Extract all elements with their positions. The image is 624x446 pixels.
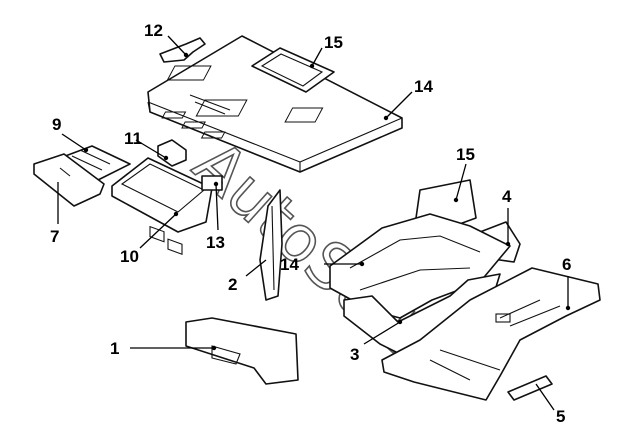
callout-14-lower: 14 xyxy=(280,255,299,274)
callout-3: 3 xyxy=(350,345,359,364)
roof-bracket xyxy=(159,37,206,63)
callout-2: 2 xyxy=(228,275,237,294)
callout-12: 12 xyxy=(144,21,163,40)
callout-4: 4 xyxy=(502,187,512,206)
pillar-trim xyxy=(259,189,283,301)
leader-lines xyxy=(57,35,571,411)
callout-15-top: 15 xyxy=(324,33,343,52)
floor-insulator xyxy=(185,317,299,385)
callout-10: 10 xyxy=(120,247,139,266)
callout-9: 9 xyxy=(52,115,61,134)
sunroof-frame xyxy=(251,47,335,93)
rear-rail xyxy=(507,375,553,401)
callout-11: 11 xyxy=(124,129,142,148)
callout-15-right: 15 xyxy=(456,145,475,164)
callout-13: 13 xyxy=(206,233,225,252)
callout-5: 5 xyxy=(556,407,565,426)
sun-visor xyxy=(33,153,105,207)
fastener xyxy=(201,175,223,191)
callout-1: 1 xyxy=(110,339,119,358)
clip xyxy=(157,139,187,167)
callout-7: 7 xyxy=(50,227,59,246)
roof-panel xyxy=(147,35,403,173)
callout-6: 6 xyxy=(562,255,571,274)
callout-14-top: 14 xyxy=(414,77,433,96)
rear-floor-pan xyxy=(381,267,601,401)
callout-labels: 1 2 3 4 5 6 7 9 10 11 12 13 14 14 15 15 xyxy=(50,21,571,426)
